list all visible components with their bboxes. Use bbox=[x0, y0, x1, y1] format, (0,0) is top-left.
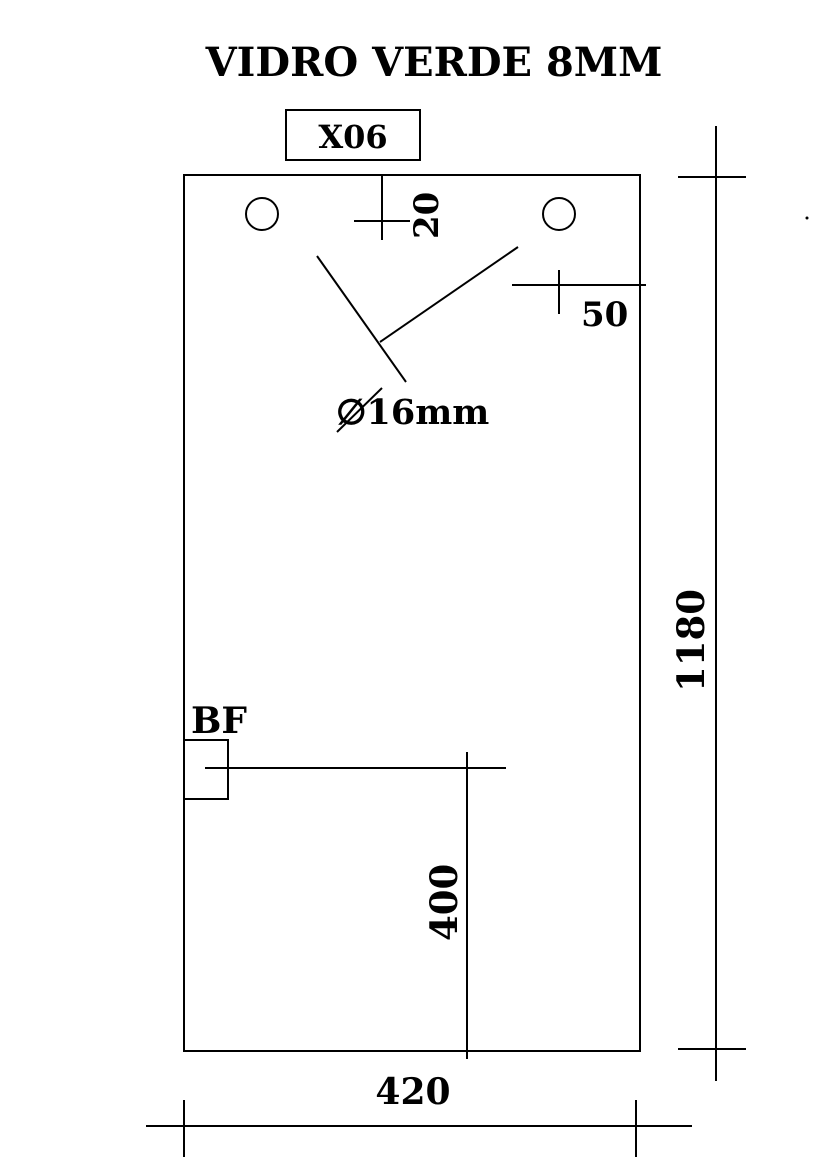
glass-panel-outline bbox=[183, 174, 641, 1052]
bottom-fitting-box bbox=[183, 739, 229, 800]
piece-code-box bbox=[285, 109, 421, 161]
drawing-title: VIDRO VERDE 8MM bbox=[205, 39, 663, 86]
left-hole-leader-line bbox=[316, 255, 407, 383]
right-hole bbox=[542, 197, 576, 231]
height-dimension-label: 1180 bbox=[669, 589, 713, 692]
stray-dot bbox=[805, 216, 809, 220]
hole-diameter-label: ∅16mm bbox=[336, 392, 489, 433]
right-hole-leader-line bbox=[379, 246, 519, 343]
piece-code: X06 bbox=[318, 118, 387, 156]
hole-top-offset-label: 20 bbox=[407, 192, 447, 239]
fitting-height-dimension-label: 400 bbox=[422, 864, 466, 941]
width-dimension-label: 420 bbox=[375, 1071, 450, 1113]
hole-side-offset-label: 50 bbox=[581, 295, 628, 335]
diameter-symbol-slash bbox=[336, 387, 383, 433]
left-hole bbox=[245, 197, 279, 231]
bottom-fitting-label: BF bbox=[191, 700, 247, 742]
